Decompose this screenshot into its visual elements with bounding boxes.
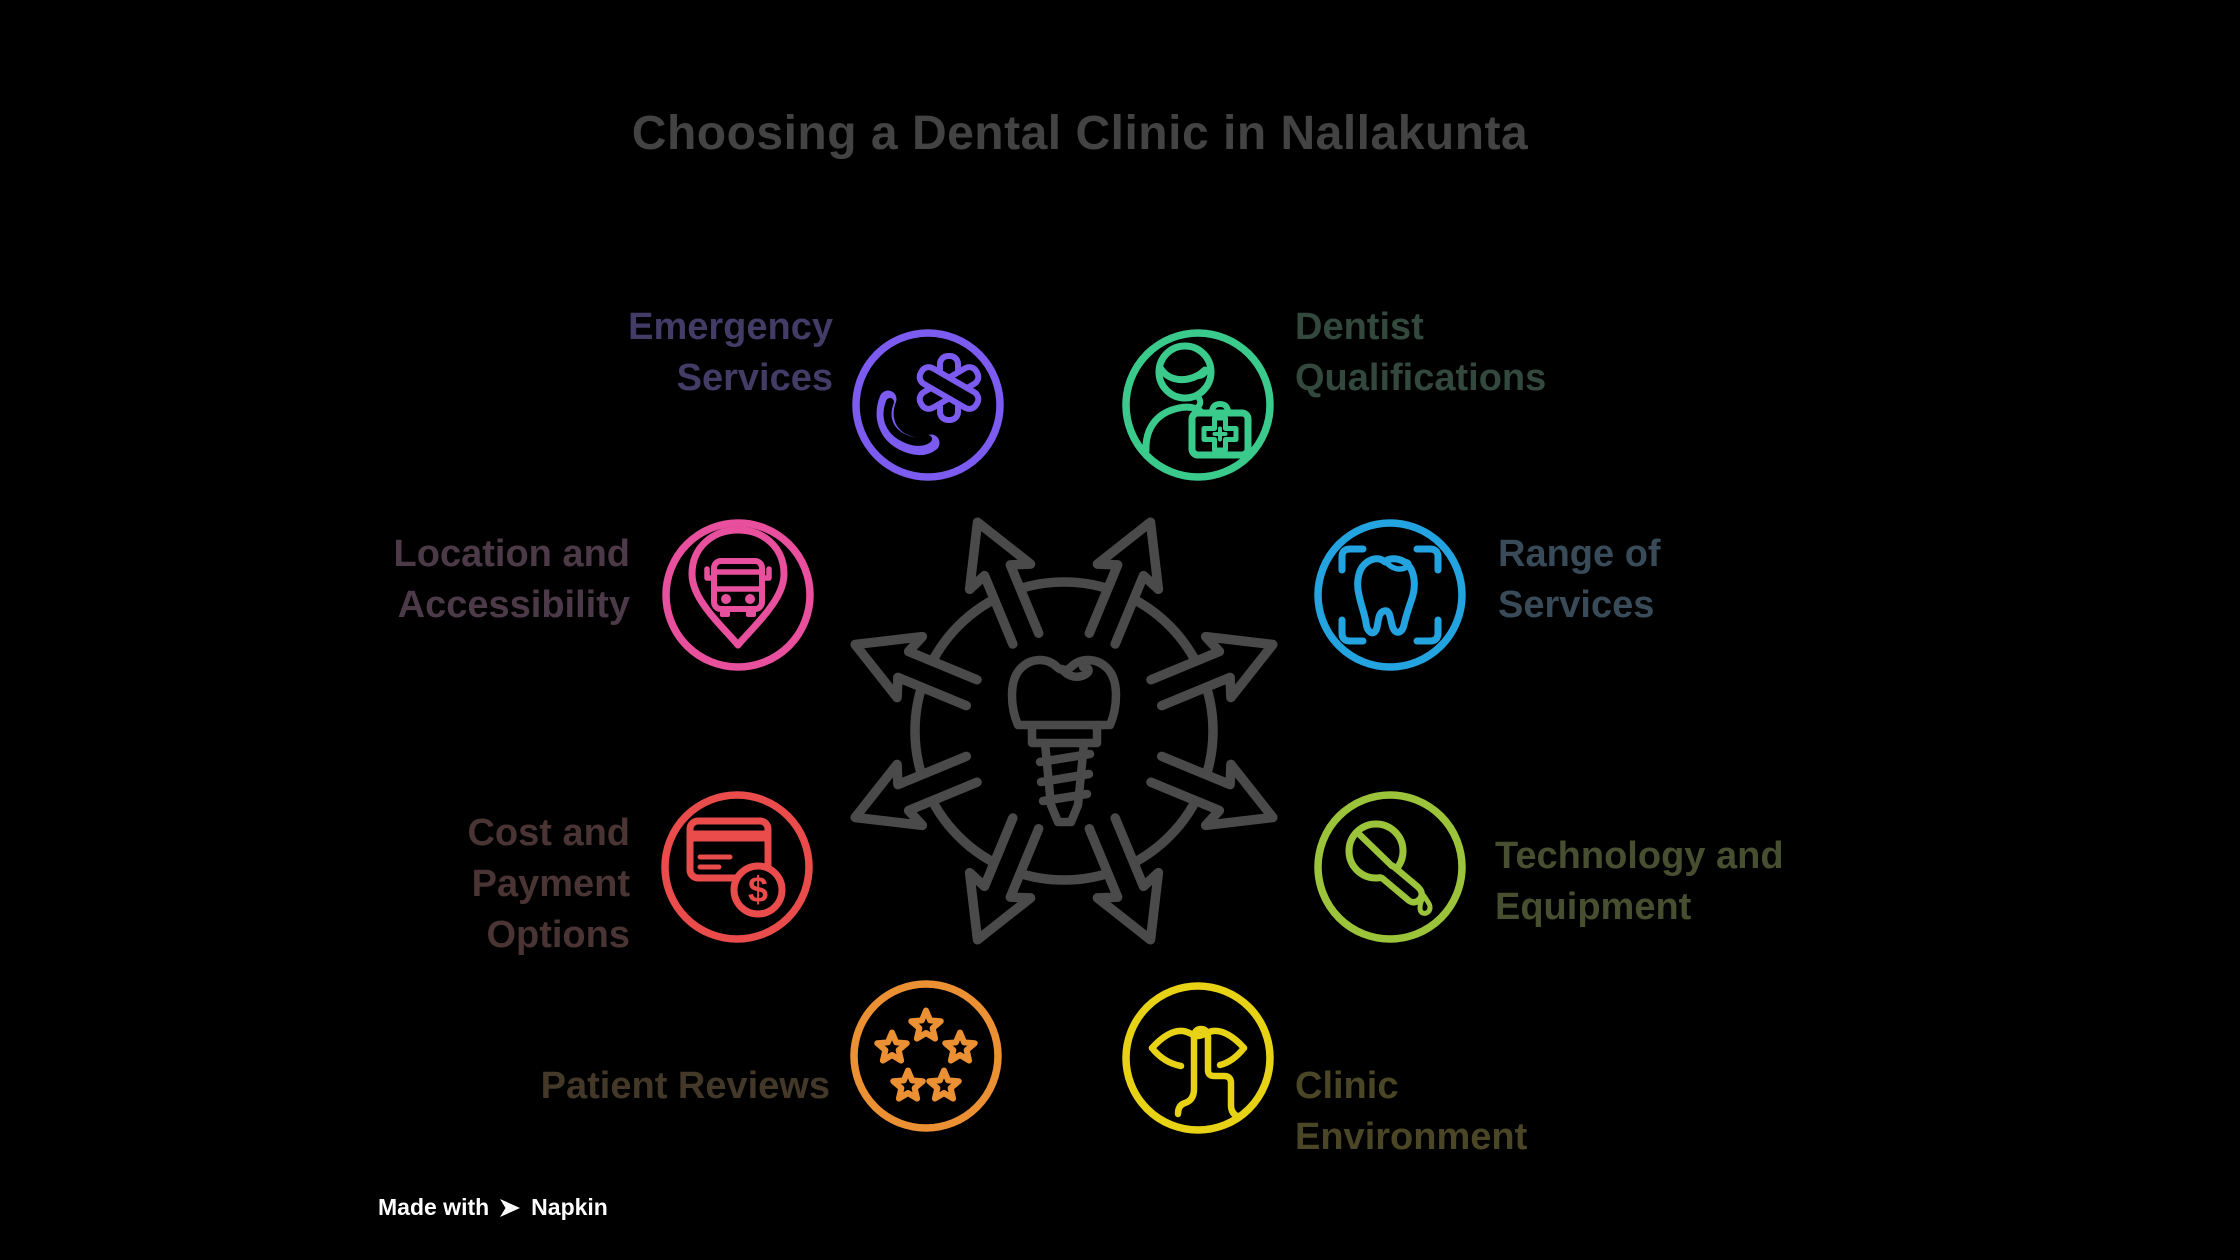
finger-icon [1174, 1025, 1244, 1121]
page-title: Choosing a Dental Clinic in Nallakunta [631, 107, 1529, 160]
label-technology-equipment: Technology and Equipment [1495, 835, 1784, 928]
label-dentist-qualifications: Dentist Qualifications [1295, 306, 1547, 399]
icon-ring [1122, 982, 1274, 1134]
central-hub [824, 491, 1304, 971]
icon-ring [850, 980, 1002, 1132]
credit-card-dollar-icon: $ [661, 791, 813, 943]
drill-head-icon [1345, 820, 1425, 906]
dollar-sign: $ [748, 869, 768, 910]
label-patient-reviews: Patient Reviews [540, 1065, 830, 1107]
arrow-icon [964, 813, 1044, 945]
icon-ring [1122, 329, 1274, 481]
tooth-icon [1354, 555, 1418, 637]
label-emergency-services: Emergency Services [628, 306, 833, 399]
quiet-gesture-icon [1122, 982, 1274, 1134]
node-location-accessibility [658, 515, 818, 675]
person-icon [1142, 342, 1215, 455]
napkin-logo-icon [500, 1198, 521, 1217]
arrow-icon [1146, 631, 1278, 711]
node-cost-payment-options: $ [657, 787, 817, 947]
arrow-icon [964, 517, 1044, 649]
node-clinic-environment [1118, 978, 1278, 1138]
hub-ring [910, 577, 1218, 885]
bus-icon [704, 558, 772, 617]
arrow-icon [850, 751, 982, 831]
brand-text: Napkin [531, 1194, 608, 1220]
dental-implant-icon [1007, 655, 1121, 827]
arrow-icon [850, 631, 982, 711]
arrow-icon [1146, 751, 1278, 831]
star-of-life-icon [916, 353, 982, 423]
dentist-first-aid-icon [1122, 329, 1274, 481]
lips-icon [1148, 1027, 1248, 1070]
arrow-icon [1084, 813, 1164, 945]
focus-brackets-icon [1338, 545, 1442, 645]
droplet-icon [1417, 893, 1433, 916]
node-range-of-services [1310, 515, 1470, 675]
node-emergency-services [848, 325, 1008, 485]
tooth-focus-icon [1314, 519, 1466, 671]
hub-arrows [850, 517, 1278, 945]
star-icons [874, 1007, 978, 1102]
icon-ring [852, 329, 1004, 481]
first-aid-case-icon [1188, 401, 1252, 459]
five-stars-icon [850, 980, 1002, 1132]
node-dentist-qualifications [1118, 325, 1278, 485]
credit-card-icon [686, 817, 772, 882]
bus-location-pin-icon [662, 519, 814, 671]
label-location-accessibility: Location and Accessibility [393, 533, 630, 626]
map-pin-icon [688, 526, 788, 649]
label-clinic-environment: Clinic Environment [1295, 1065, 1528, 1158]
dollar-coin-icon: $ [730, 862, 786, 918]
phone-handset-icon [876, 390, 940, 456]
arrow-icon [1084, 517, 1164, 649]
hub-graphic [850, 517, 1278, 945]
label-range-of-services: Range of Services [1498, 533, 1661, 626]
icon-ring [1314, 791, 1466, 943]
emergency-call-icon [852, 329, 1004, 481]
icon-ring [661, 791, 813, 943]
icon-ring [662, 519, 814, 671]
icon-ring [1314, 519, 1466, 671]
dental-drill-icon [1314, 791, 1466, 943]
label-cost-payment-options: Cost and Payment Options [467, 812, 630, 956]
node-patient-reviews [846, 976, 1006, 1136]
node-technology-equipment [1310, 787, 1470, 947]
footer-credit: Made with Napkin [378, 1194, 608, 1221]
made-with-text: Made with [378, 1194, 490, 1220]
